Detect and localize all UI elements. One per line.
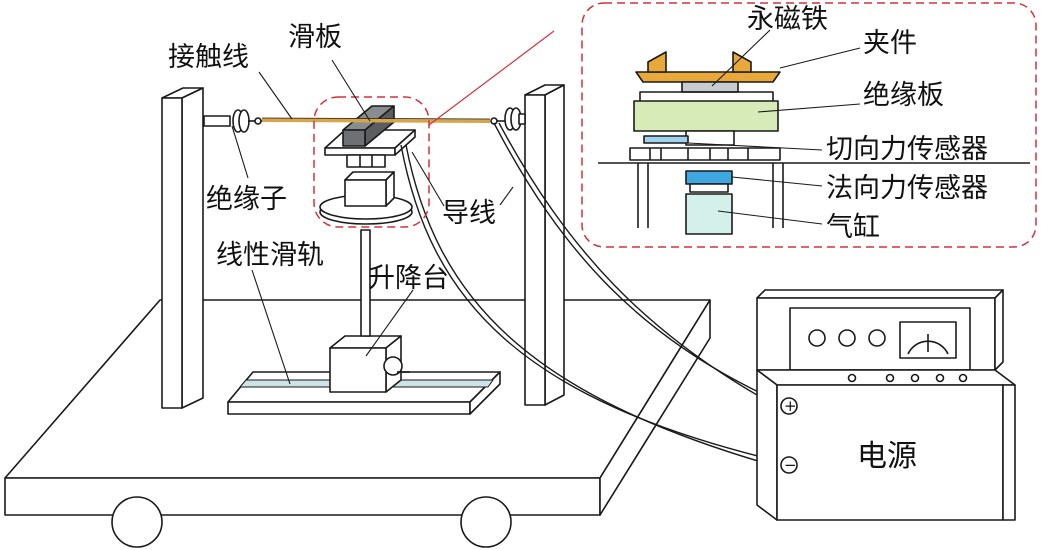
left-pillar	[161, 87, 204, 409]
label-contact-wire: 接触线	[168, 42, 249, 73]
insulator-right	[490, 107, 526, 131]
terminal-minus: −	[784, 456, 797, 474]
right-pillar	[524, 84, 565, 406]
cable-negative	[400, 144, 783, 469]
label-insulator: 绝缘子	[206, 184, 287, 215]
insulator-left	[203, 109, 262, 133]
label-permanent-magnet: 永磁铁	[747, 4, 828, 35]
callout-marker	[313, 30, 555, 228]
terminal-plus: +	[784, 397, 797, 415]
inset-panel	[581, 2, 1037, 248]
label-cylinder: 气缸	[826, 212, 880, 243]
label-tangential-sensor: 切向力传感器	[826, 134, 988, 165]
label-power-supply: 电源	[857, 439, 917, 474]
inset-labels: 永磁铁 夹件 绝缘板 切向力传感器 法向力传感器 气缸	[747, 4, 988, 243]
wheel-right	[460, 496, 512, 548]
contact-wire	[261, 117, 491, 123]
label-slider: 滑板	[288, 22, 342, 53]
label-wire: 导线	[442, 198, 496, 229]
leader-lines	[231, 29, 861, 385]
power-supply	[756, 289, 1016, 521]
wheel-left	[111, 496, 163, 548]
label-clamp: 夹件	[863, 28, 917, 59]
cable-positive	[493, 122, 783, 410]
label-normal-sensor: 法向力传感器	[826, 173, 988, 204]
lift-table	[329, 229, 410, 393]
label-lift-table: 升降台	[368, 263, 449, 294]
label-insulating-board: 绝缘板	[863, 80, 944, 111]
label-linear-rail: 线性滑轨	[216, 240, 324, 271]
main-labels: 接触线 滑板 绝缘子 导线 线性滑轨 升降台 电源 + −	[168, 22, 917, 474]
